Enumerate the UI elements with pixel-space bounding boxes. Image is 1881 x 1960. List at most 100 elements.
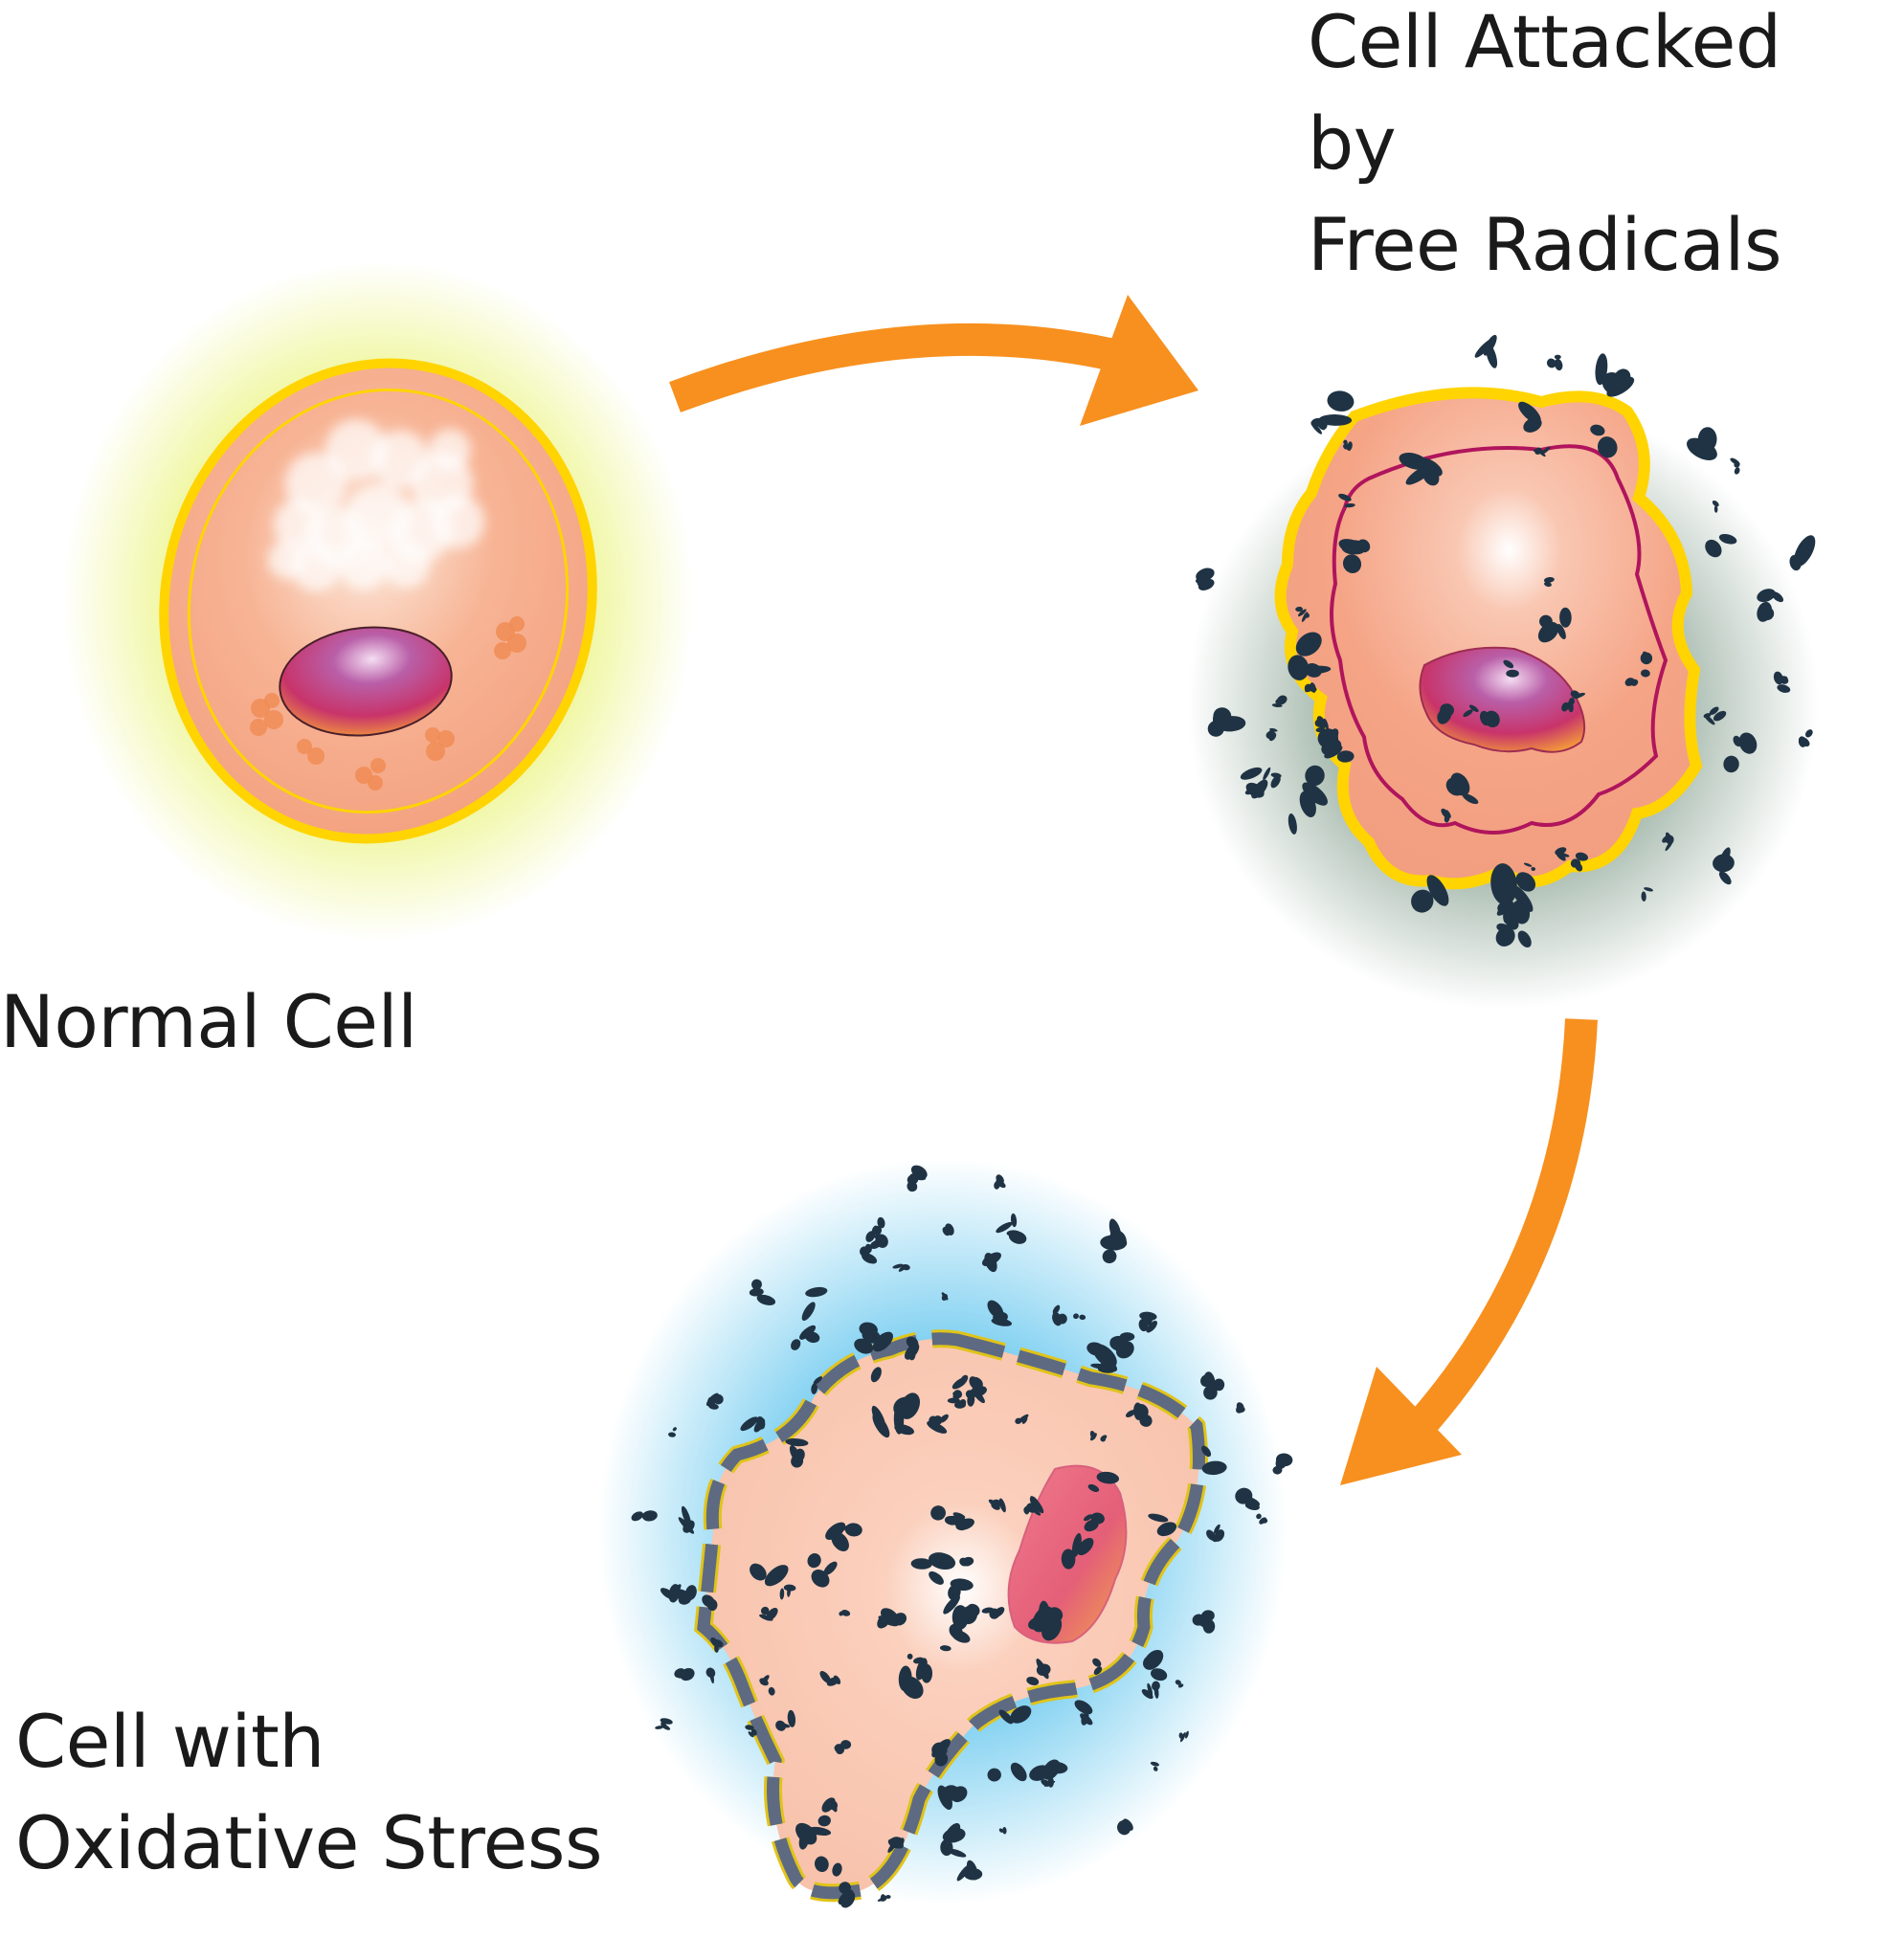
free-radical-particle bbox=[887, 1837, 905, 1853]
arrow-2-head bbox=[1340, 1367, 1462, 1485]
free-radical-particle bbox=[791, 1325, 820, 1350]
free-radical-particle bbox=[907, 1165, 928, 1192]
normal-cell-vacuole-cluster bbox=[268, 419, 484, 591]
free-radical-particle bbox=[930, 1505, 959, 1526]
arrow-normal-to-attacked bbox=[669, 295, 1198, 426]
free-radical-particle bbox=[1463, 704, 1479, 718]
free-radical-particle bbox=[1441, 808, 1451, 823]
free-radical-particle bbox=[1141, 1681, 1160, 1700]
free-radical-particle bbox=[1310, 417, 1328, 434]
free-radical-particle bbox=[893, 1392, 921, 1436]
free-radical-particle bbox=[1092, 1658, 1103, 1676]
free-radical-particle bbox=[817, 1797, 839, 1827]
free-radical-particle bbox=[807, 1553, 838, 1588]
free-radical-particle bbox=[1338, 539, 1371, 573]
free-radical-particle bbox=[1343, 439, 1353, 452]
free-radical-particle bbox=[775, 1709, 796, 1731]
free-radical-particle bbox=[1474, 334, 1498, 368]
free-radical-particle bbox=[996, 1213, 1027, 1244]
free-radical-particle bbox=[834, 1740, 852, 1755]
normal-cell-granules bbox=[250, 616, 526, 791]
normal-cell bbox=[62, 261, 694, 941]
free-radical-particle bbox=[981, 1252, 1001, 1273]
normal-cell-nucleus bbox=[279, 626, 453, 737]
stressed-cell-damaged-membrane-inner bbox=[697, 1332, 1205, 1900]
free-radical-particle bbox=[998, 1705, 1032, 1725]
free-radical-particle bbox=[1206, 1524, 1225, 1543]
free-radical-particle bbox=[952, 1374, 983, 1390]
free-radical-particle bbox=[892, 1263, 910, 1272]
free-radical-particle bbox=[1523, 862, 1536, 871]
free-radical-particle bbox=[1723, 732, 1758, 773]
free-radical-particle bbox=[1026, 1659, 1051, 1686]
free-radical-particle bbox=[1705, 533, 1737, 558]
free-radical-particle bbox=[1590, 424, 1618, 458]
free-radical-particle bbox=[942, 1223, 954, 1236]
free-radical-particle bbox=[1518, 401, 1542, 433]
free-radical-particle bbox=[937, 1785, 968, 1810]
free-radical-particle bbox=[898, 1658, 933, 1700]
free-radical-particle bbox=[1490, 863, 1536, 924]
free-radical-particle bbox=[1537, 607, 1572, 643]
label-cell-attacked: Cell Attacked by Free Radicals bbox=[1308, 0, 1782, 287]
free-radical-particle bbox=[956, 1860, 983, 1882]
free-radical-particle bbox=[1265, 727, 1278, 742]
free-radical-particle bbox=[801, 1286, 828, 1321]
free-radical-particle bbox=[1240, 767, 1268, 799]
free-radical-particle bbox=[1196, 568, 1215, 590]
free-radical-particle bbox=[1662, 832, 1674, 852]
free-radical-particle bbox=[1148, 1513, 1177, 1537]
free-radical-particle bbox=[998, 1826, 1007, 1835]
free-radical-particle bbox=[1175, 1680, 1184, 1688]
free-radical-particle bbox=[1295, 606, 1310, 622]
free-radical-particle bbox=[1503, 659, 1519, 678]
free-radical-particle bbox=[1026, 1496, 1044, 1514]
free-radical-particle bbox=[1028, 1607, 1064, 1630]
free-radical-particle bbox=[940, 1823, 967, 1858]
free-radical-particle bbox=[1207, 707, 1246, 737]
free-radical-particle bbox=[877, 1608, 907, 1629]
free-radical-particle bbox=[981, 1607, 1005, 1619]
free-radical-particle bbox=[1178, 1730, 1189, 1743]
free-radical-particle bbox=[988, 1498, 1006, 1513]
free-radical-particle bbox=[1288, 632, 1332, 680]
free-radical-particle bbox=[987, 1762, 1027, 1782]
free-radical-particle bbox=[1087, 1471, 1120, 1492]
free-radical-particle bbox=[779, 1584, 796, 1600]
free-radical-particle bbox=[1624, 678, 1639, 686]
free-radical-particle bbox=[1798, 729, 1813, 747]
free-radical-particle bbox=[910, 1552, 956, 1585]
free-radical-particle bbox=[1073, 1313, 1086, 1321]
free-radical-particle bbox=[943, 1594, 980, 1630]
arrow-2-shaft bbox=[1390, 1018, 1598, 1457]
free-radical-particle bbox=[1411, 875, 1449, 913]
free-radical-particle bbox=[1192, 1610, 1216, 1634]
arrow-1-shaft bbox=[669, 323, 1134, 412]
free-radical-particle bbox=[1236, 1402, 1245, 1414]
free-radical-particle bbox=[1201, 1445, 1227, 1476]
free-radical-particle bbox=[1272, 1453, 1293, 1475]
free-radical-particle bbox=[1570, 852, 1588, 872]
free-radical-particle bbox=[1090, 1358, 1118, 1373]
free-radical-particle bbox=[1143, 1650, 1168, 1682]
free-radical-particle bbox=[673, 1585, 697, 1605]
free-radical-particle bbox=[1263, 767, 1282, 789]
free-radical-particle bbox=[750, 1563, 789, 1587]
free-radical-particle bbox=[1288, 791, 1316, 835]
free-radical-particle bbox=[749, 1279, 776, 1305]
free-radical-particle bbox=[1200, 1371, 1225, 1400]
free-radical-particle bbox=[1052, 1304, 1067, 1326]
free-radical-particle bbox=[1568, 690, 1586, 705]
free-radical-particle bbox=[931, 1739, 951, 1767]
free-radical-particle bbox=[1143, 1312, 1157, 1333]
free-radical-particle bbox=[941, 1292, 949, 1302]
free-radical-particle bbox=[1533, 446, 1551, 457]
free-radical-particle bbox=[795, 1822, 832, 1850]
free-radical-particle bbox=[1595, 353, 1635, 397]
free-radical-particle bbox=[1712, 500, 1719, 513]
free-radical-particle bbox=[1437, 703, 1454, 724]
free-radical-particle bbox=[1730, 457, 1740, 475]
attacked-cell-inner-membrane bbox=[1330, 444, 1668, 835]
free-radical-particle bbox=[1302, 765, 1328, 806]
free-radical-particle bbox=[838, 1882, 856, 1908]
